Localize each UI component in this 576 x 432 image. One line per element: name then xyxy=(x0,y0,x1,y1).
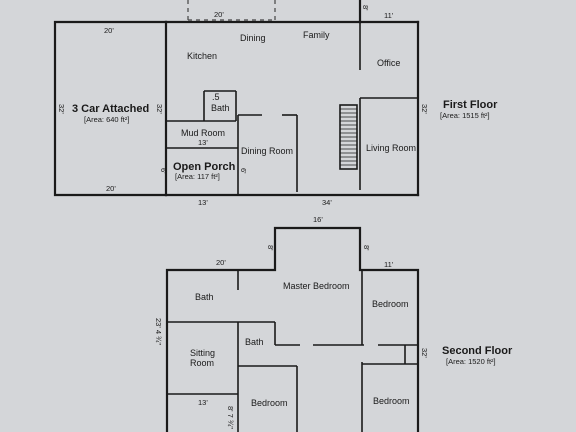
wall-outer-left xyxy=(165,226,420,432)
dim-porch-left: 6' xyxy=(159,168,168,174)
room-label-half-bath: Bath xyxy=(211,103,230,113)
dim-garage-right: 32' xyxy=(155,104,164,114)
dim-top-partial: 8' xyxy=(361,5,370,11)
dim-porch-right: 6' xyxy=(239,168,248,174)
room-label-sitting-room: Room xyxy=(190,358,214,368)
dim-garage-bottom: 20' xyxy=(106,184,116,193)
first-floor-plan: 20' 8' Dining Family Kitch xyxy=(53,0,498,207)
dim-bump-right: 8' xyxy=(362,245,371,251)
dim-top-center: 16' xyxy=(313,215,323,224)
dim-bump-left: 8' xyxy=(266,245,275,251)
stair-treads xyxy=(340,108,357,166)
room-label-bedroom-center-lower: Bedroom xyxy=(251,398,288,408)
dim-right-side: 32' xyxy=(420,348,429,358)
dim-garage-left: 32' xyxy=(57,104,66,114)
room-label-bath-left: Bath xyxy=(195,292,214,302)
room-label-family: Family xyxy=(303,30,330,40)
room-label-sitting: Sitting xyxy=(190,348,215,358)
floor-title-second: Second Floor xyxy=(442,345,513,357)
floor-area-second: [Area: 1520 ft²] xyxy=(446,357,496,366)
garage-area: [Area: 640 ft²] xyxy=(84,115,129,124)
room-label-living-room: Living Room xyxy=(366,143,416,153)
room-label-bedroom-right-upper: Bedroom xyxy=(372,299,409,309)
dim-garage-top: 20' xyxy=(104,26,114,35)
dim-lower-small: 8' 7 ¾" xyxy=(226,406,235,429)
dim-office-top: 11' xyxy=(384,11,394,20)
room-label-dining-room: Dining Room xyxy=(241,146,293,156)
dim-top-left: 20' xyxy=(216,258,226,267)
room-label-dining: Dining xyxy=(240,33,266,43)
room-label-bath-center: Bath xyxy=(245,337,264,347)
dim-main-bottom: 34' xyxy=(322,198,332,207)
dim-top-right: 11' xyxy=(384,260,394,269)
room-label-bedroom-right-lower: Bedroom xyxy=(373,396,410,406)
porch-area: [Area: 117 ft²] xyxy=(175,172,220,181)
garage-title: 3 Car Attached xyxy=(72,103,149,115)
dim-porch-bottom: 13' xyxy=(198,198,208,207)
dim-sitting-bottom: 13' xyxy=(198,398,208,407)
dim-top-dashed: 20' xyxy=(214,10,224,19)
dim-right-side: 32' xyxy=(420,104,429,114)
floor-title-first: First Floor xyxy=(443,99,498,111)
room-label-master-bedroom: Master Bedroom xyxy=(283,281,350,291)
room-label-kitchen: Kitchen xyxy=(187,51,217,61)
room-label-office: Office xyxy=(377,58,400,68)
room-label-half-bath-num: .5 xyxy=(212,92,220,102)
second-floor-plan: Master Bedroom Bath Bath Sitting Room Be… xyxy=(154,215,513,432)
room-label-mud-room: Mud Room xyxy=(181,128,225,138)
floor-area-first: [Area: 1515 ft²] xyxy=(440,111,490,120)
porch-title: Open Porch xyxy=(173,161,236,173)
dim-porch-top: 13' xyxy=(198,138,208,147)
wall-garage-outline xyxy=(53,20,168,197)
dim-left-side: 23' 4 ¾" xyxy=(154,318,163,345)
